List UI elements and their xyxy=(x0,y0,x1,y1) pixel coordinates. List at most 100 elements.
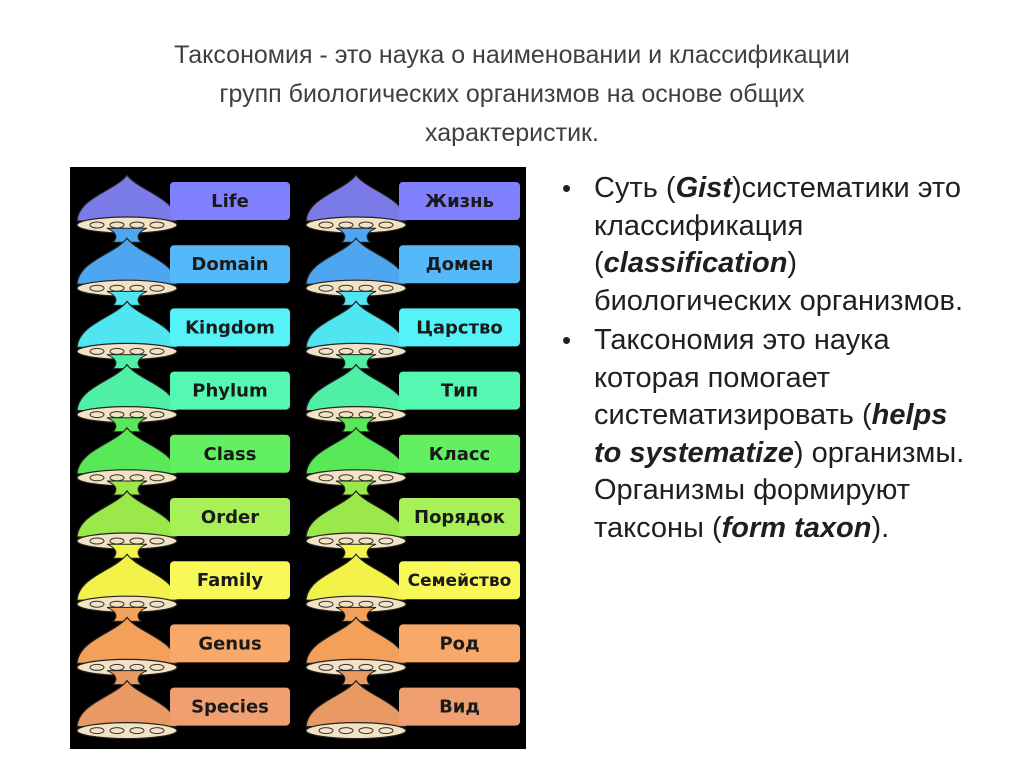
disc-hole xyxy=(149,600,165,608)
taxon-label-en: Class xyxy=(204,444,257,465)
taxon-label-en: Genus xyxy=(198,633,261,654)
dome-shape xyxy=(76,174,178,222)
stem-shape xyxy=(106,543,148,559)
taxon-label-box xyxy=(170,624,290,663)
taxon-level-ru-3: Царство xyxy=(305,290,520,360)
taxon-level-en-7: Family xyxy=(76,543,290,613)
taxon-label-en: Phylum xyxy=(192,381,267,402)
taxon-label-box xyxy=(170,498,290,536)
disc-hole xyxy=(149,663,165,671)
taxon-label-ru: Жизнь xyxy=(425,191,494,212)
dome-shape xyxy=(305,363,407,412)
disc-hole xyxy=(149,727,165,735)
disc-hole xyxy=(378,537,394,545)
taxon-level-en-8: Genus xyxy=(76,606,290,676)
taxon-level-en-6: Order xyxy=(76,480,290,550)
disc-hole xyxy=(89,221,105,229)
dome-shape xyxy=(305,490,407,538)
taxon-label-box xyxy=(170,245,290,284)
taxon-label-en: Species xyxy=(191,697,269,718)
stem-shape xyxy=(106,290,148,306)
stem-shape xyxy=(106,417,148,433)
taxon-label-box xyxy=(170,182,290,220)
disc-hole xyxy=(89,347,105,355)
dome-shape xyxy=(305,300,407,348)
title-line-2: групп биологических организмов на основе… xyxy=(219,80,805,108)
taxon-level-ru-8: Род xyxy=(305,606,520,676)
title-line-1: Таксономия - это наука о наименовании и … xyxy=(174,41,850,69)
taxon-label-box xyxy=(399,434,520,473)
stem-shape xyxy=(335,227,377,243)
stem-shape xyxy=(335,290,377,306)
disc-hole xyxy=(149,347,165,355)
taxon-level-en-1: Life xyxy=(76,174,290,234)
stem-shape xyxy=(335,480,377,496)
taxon-label-box xyxy=(399,245,520,284)
dome-shape xyxy=(305,616,407,664)
taxon-label-box xyxy=(399,561,520,600)
taxon-label-en: Kingdom xyxy=(185,317,275,338)
bullet-dot: • xyxy=(562,173,572,203)
taxon-level-en-4: Phylum xyxy=(76,354,290,424)
taxon-level-en-5: Class xyxy=(76,417,290,487)
disc-hole xyxy=(89,727,105,735)
disc-hole xyxy=(149,221,165,229)
bullet-item-gist: • Суть (Gist)систематики это классификац… xyxy=(562,172,963,317)
taxon-label-box xyxy=(170,371,290,410)
taxon-label-ru: Тип xyxy=(441,381,478,402)
title-line-3: характеристик. xyxy=(425,119,599,147)
stem-shape xyxy=(106,227,148,243)
taxon-label-ru: Класс xyxy=(429,444,490,465)
taxon-label-box xyxy=(399,308,520,347)
taxon-label-ru: Вид xyxy=(439,697,480,718)
taxon-label-en: Domain xyxy=(191,254,268,275)
taxon-label-box xyxy=(399,371,520,410)
disc-hole xyxy=(378,663,394,671)
taxon-label-box xyxy=(170,687,290,726)
disc-hole xyxy=(89,411,105,419)
taxon-level-ru-4: Тип xyxy=(305,354,520,424)
disc-hole xyxy=(89,600,105,608)
dome-shape xyxy=(76,300,178,348)
taxon-level-ru-6: Порядок xyxy=(305,480,520,550)
stem-shape xyxy=(335,417,377,433)
slide-title: Таксономия - это наука о наименовании и … xyxy=(60,36,964,153)
taxon-label-ru: Род xyxy=(439,633,479,654)
dome-shape xyxy=(305,553,407,601)
stem-shape xyxy=(335,543,377,559)
stem-shape xyxy=(335,354,377,370)
taxon-label-box xyxy=(170,434,290,473)
taxon-label-en: Family xyxy=(197,570,263,591)
bullet-item-taxonomy: • Таксономия это наука которая помогает … xyxy=(562,324,965,544)
stem-shape xyxy=(106,354,148,370)
disc-hole xyxy=(318,727,334,735)
stem-shape xyxy=(335,670,377,686)
taxon-label-en: Order xyxy=(201,507,259,528)
taxon-label-ru: Семейство xyxy=(408,571,512,591)
disc-hole xyxy=(149,411,165,419)
disc-hole xyxy=(318,347,334,355)
disc-hole xyxy=(89,284,105,292)
taxon-label-box xyxy=(170,561,290,600)
disc-hole xyxy=(149,537,165,545)
disc-hole xyxy=(378,411,394,419)
bullet-dot: • xyxy=(562,325,572,355)
disc-hole xyxy=(129,727,145,735)
disc-hole xyxy=(378,600,394,608)
disc-hole xyxy=(318,284,334,292)
disc-hole xyxy=(318,411,334,419)
stem-shape xyxy=(106,670,148,686)
taxon-label-box xyxy=(170,308,290,347)
dome-shape xyxy=(305,237,407,285)
emphasis-helps-to-systematize: helps to systematize xyxy=(594,399,948,469)
dome-shape xyxy=(76,553,178,601)
taxon-level-en-9: Species xyxy=(76,670,290,740)
disc-shape xyxy=(76,721,178,740)
dome-shape xyxy=(76,490,178,538)
dome-shape xyxy=(305,679,407,728)
disc-hole xyxy=(318,663,334,671)
disc-hole xyxy=(358,727,374,735)
stem-shape xyxy=(106,606,148,622)
dome-shape xyxy=(76,426,178,475)
